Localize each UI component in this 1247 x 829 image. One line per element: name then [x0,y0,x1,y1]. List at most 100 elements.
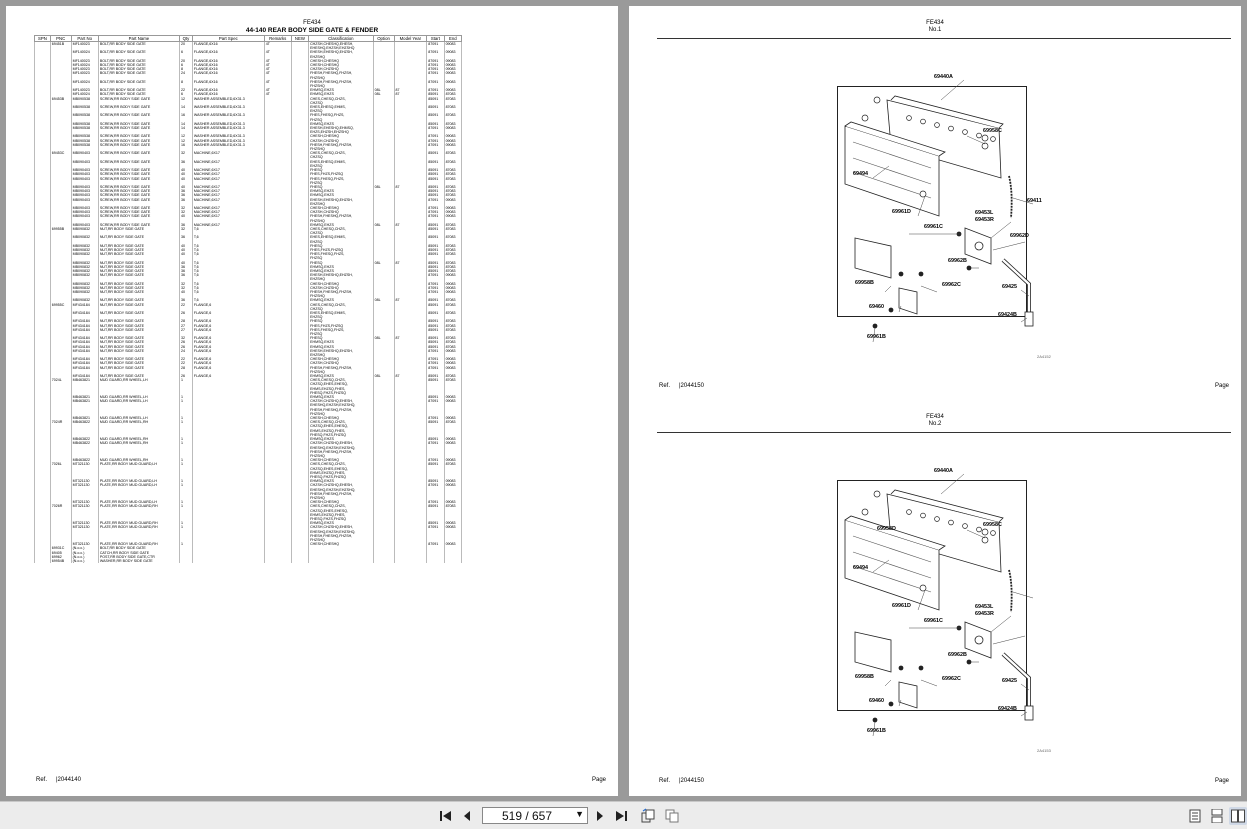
table-cell: 09083 [443,63,463,68]
next-page-icon[interactable] [591,807,609,825]
table-cell [290,407,310,412]
table-cell [97,403,180,408]
table-cell: MF140024 [70,63,99,68]
table-cell [97,428,180,433]
table-cell [372,176,395,181]
table-cell [290,134,310,139]
table-cell: NUT,RR BODY SIDE GATE [97,252,180,257]
first-page-icon[interactable] [437,807,455,825]
column-header: Part No [70,35,99,42]
table-cell [443,554,463,559]
table-row: FHZSHQ [34,453,463,459]
table-row: 69931C(N.o.c.)BOLT,RR BODY SIDE GATE [34,546,463,551]
callout-label: 69958B [855,674,874,680]
table-cell: 87083 [443,378,463,383]
callout-label: 69453L [975,210,994,216]
table-cell [290,533,310,538]
rotate-page-icon[interactable] [639,807,657,825]
table-cell: MT321130 [70,525,99,530]
table-cell [372,79,395,85]
table-cell [443,449,463,454]
table-cell [290,470,310,475]
previous-page-icon[interactable] [458,807,476,825]
table-cell: 09083 [443,542,463,547]
table-cell [372,369,395,375]
page-number-input[interactable]: 519 / 657 ▼ [482,807,588,824]
table-cell [372,58,395,64]
exploded-view-drawing [844,79,1034,343]
continuous-view-icon[interactable] [1208,807,1226,825]
table-row: EHESHQ,EHZSH,EHZSHQ, [34,403,463,408]
table-row: FHZSHQ [34,411,463,417]
hinge-hole [976,132,982,139]
bolt-head [981,528,989,536]
table-row: EHESHQ,EHZSH,EHZSHQ, [34,445,463,450]
table-cell: MF434184 [70,357,99,362]
table-cell: 87083 [443,327,463,333]
table-cell: MB463822 [70,420,99,425]
table-cell [443,231,463,236]
table-cell [290,159,310,164]
table-cell: MF434184 [70,348,99,354]
table-cell [97,449,180,454]
table-cell [97,432,180,438]
table-cell [372,533,395,538]
table-cell [372,416,395,421]
table-cell [443,163,463,169]
table-cell: 87083 [443,92,463,97]
table-cell: MT321130 [70,542,99,547]
table-cell [290,420,310,425]
table-cell: 87083 [443,420,463,425]
callout-label: 69961D [892,209,911,215]
table-row: FHZSHQ [34,537,463,543]
table-cell: MB090832 [70,268,99,274]
table-cell: MB090538 [70,121,99,127]
table-cell: MUD GUARD,RR WHEEL,RH [97,420,180,425]
nut [966,265,972,271]
table-cell: 09083 [443,205,463,211]
table-cell: BOLT,RR BODY SIDE GATE [97,546,180,551]
table-cell [97,147,180,152]
table-cell [290,281,310,286]
table-cell: MT321130 [70,504,99,509]
table-cell [372,142,395,148]
table-cell [290,79,310,85]
bolt-head [981,134,989,142]
table-cell: 09083 [443,79,463,85]
facing-view-icon[interactable] [1229,807,1247,825]
table-cell [70,277,99,282]
chevron-down-icon[interactable]: ▼ [575,809,584,819]
table-row: CHZSQ,EHES,EHESQ, [34,382,463,387]
table-cell [70,353,99,358]
table-cell [372,487,395,492]
hinge-hole [948,519,954,526]
table-cell: BOLT,RR BODY SIDE GATE [97,58,180,64]
table-cell: BOLT,RR BODY SIDE GATE [97,41,180,47]
table-cell [97,239,180,244]
single-page-view-icon[interactable] [1186,807,1204,825]
table-cell [70,508,99,513]
table-cell [70,495,99,501]
two-page-view-icon[interactable] [663,807,681,825]
table-cell: 87083 [443,113,463,118]
table-cell [372,382,395,387]
table-cell: 09083 [443,521,463,526]
table-cell [372,529,395,534]
table-cell: 09083 [443,41,463,47]
last-page-icon[interactable] [612,807,630,825]
table-cell: PLATE,RR BODY MUD GUARD,RH [97,525,180,530]
table-cell [290,449,310,454]
table-cell [290,285,310,290]
table-cell: SCREW,RR BODY SIDE GATE [97,134,180,139]
table-cell: 87083 [443,252,463,257]
table-cell [290,432,310,438]
